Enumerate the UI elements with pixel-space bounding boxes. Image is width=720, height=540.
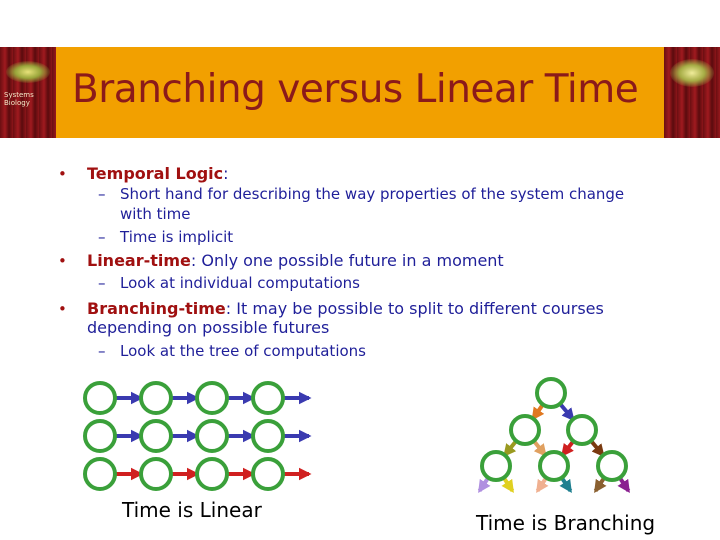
bullet-marker: • <box>58 252 67 270</box>
bullet-text: : It may be possible to split to differe… <box>225 299 604 318</box>
branch-arrow <box>593 476 607 494</box>
branch-arrow <box>561 439 575 457</box>
state-node <box>509 414 541 446</box>
header-image-caption: Systems Biology <box>4 91 34 107</box>
state-node <box>83 381 117 415</box>
subitem-text: Short hand for describing the way proper… <box>120 185 625 203</box>
branch-arrow <box>558 402 575 422</box>
branching-caption: Time is Branching <box>476 511 656 535</box>
bullet-marker: • <box>58 165 67 183</box>
bullet-continuation: depending on possible futures <box>87 318 330 337</box>
sub-dash: – <box>98 185 106 203</box>
branch-arrow <box>531 403 545 421</box>
state-node <box>195 419 229 453</box>
state-node <box>83 419 117 453</box>
state-node <box>251 419 285 453</box>
sub-dash: – <box>98 342 106 360</box>
state-node <box>480 450 512 482</box>
bullet-keyword: Branching-time <box>87 299 226 318</box>
bullet-marker: • <box>58 300 67 318</box>
state-node <box>535 377 567 409</box>
dna-glow-graphic <box>6 61 50 83</box>
linear-time-diagram <box>83 381 312 491</box>
branch-arrow <box>532 439 547 458</box>
state-node <box>83 457 117 491</box>
sub-dash: – <box>98 228 106 246</box>
state-node <box>251 457 285 491</box>
header-image-left: Systems Biology <box>0 47 56 138</box>
bullet-temporal-logic: Temporal Logic: <box>87 164 229 183</box>
header-image-right <box>664 47 720 138</box>
slide-title: Branching versus Linear Time <box>72 67 639 112</box>
bullet-keyword: Temporal Logic <box>87 164 224 183</box>
state-node <box>566 414 598 446</box>
state-node <box>139 381 173 415</box>
sub-dash: – <box>98 274 106 292</box>
bullet-text: : <box>223 164 229 183</box>
branch-arrow <box>477 476 491 494</box>
bullet-keyword: Linear-time <box>87 251 191 270</box>
branch-arrow <box>559 476 573 494</box>
branching-time-diagram <box>477 377 631 494</box>
subitem-text: Time is implicit <box>120 228 234 246</box>
bullet-branching-time: Branching-time: It may be possible to sp… <box>87 299 604 318</box>
title-banner <box>0 47 720 138</box>
branch-arrow <box>503 439 518 458</box>
branch-arrow <box>535 476 549 494</box>
dna-glow-graphic <box>670 59 714 87</box>
state-node <box>195 381 229 415</box>
subitem-text-wrap: with time <box>120 205 191 223</box>
bullet-linear-time: Linear-time: Only one possible future in… <box>87 251 504 270</box>
branch-arrow <box>501 476 515 494</box>
subitem-text: Look at the tree of computations <box>120 342 366 360</box>
state-node <box>139 457 173 491</box>
subitem-text: Look at individual computations <box>120 274 360 292</box>
state-node <box>139 419 173 453</box>
branch-arrow <box>589 439 605 458</box>
state-node <box>596 450 628 482</box>
branch-arrow <box>617 476 631 494</box>
state-node <box>251 381 285 415</box>
state-node <box>538 450 570 482</box>
linear-caption: Time is Linear <box>122 498 262 522</box>
bullet-text: : Only one possible future in a moment <box>190 251 504 270</box>
state-node <box>195 457 229 491</box>
